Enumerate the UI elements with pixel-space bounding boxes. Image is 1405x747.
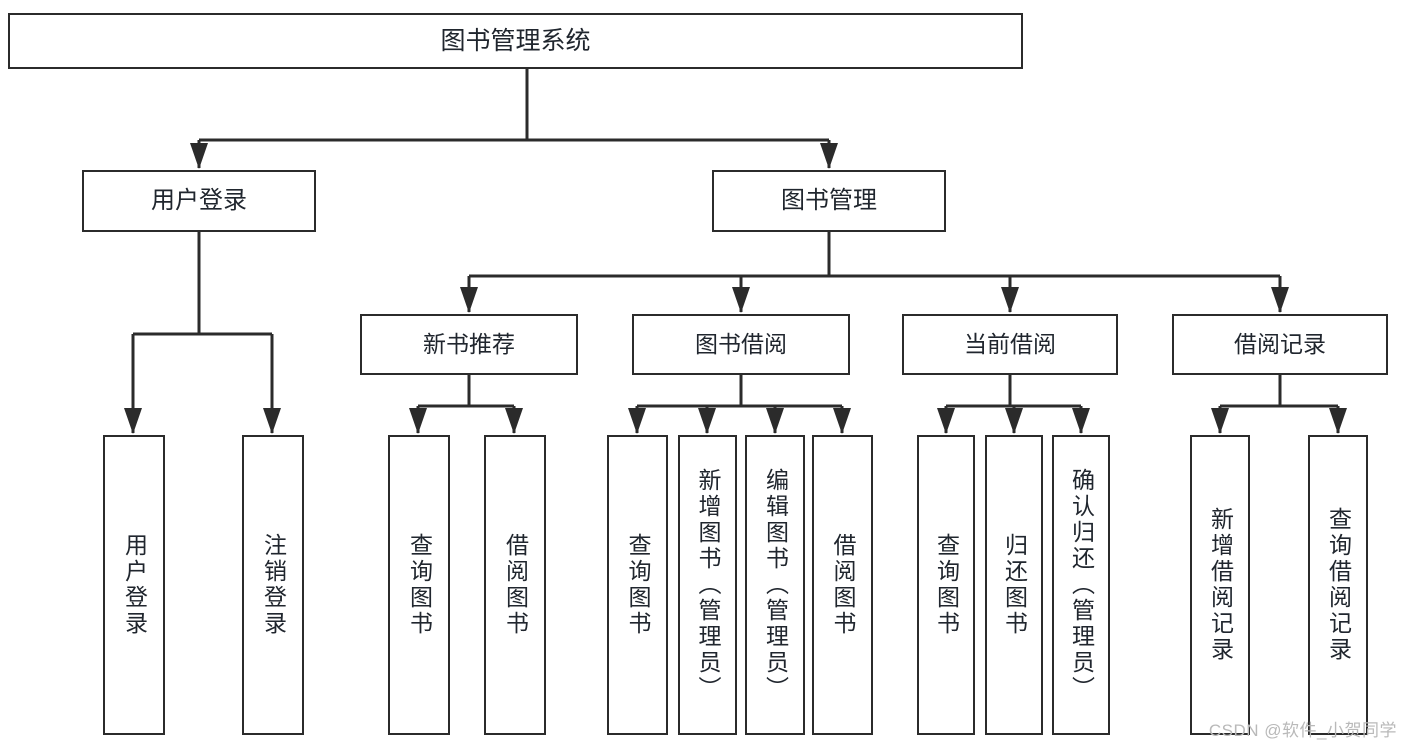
node-leaf-edit-book[interactable]: 编辑图书（管理员） [745,435,805,735]
node-label-leaf-borrow-book-rec: 借阅图书 [502,533,529,637]
node-new-book-rec[interactable]: 新书推荐 [360,314,578,375]
arrow-head-c-book-borrow-2 [766,408,784,434]
node-book-manage[interactable]: 图书管理 [712,170,946,232]
node-label-leaf-add-book: 新增图书（管理员） [695,468,721,702]
node-leaf-query-book-rec[interactable]: 查询图书 [388,435,450,735]
node-label-current-borrow: 当前借阅 [964,330,1056,357]
arrow-head-c-book-borrow-0 [628,408,646,434]
node-root[interactable]: 图书管理系统 [8,13,1023,69]
arrow-head-c-current-borrow-1 [1005,408,1023,434]
node-leaf-query-book-borrow[interactable]: 查询图书 [607,435,668,735]
arrow-head-c-book-borrow-1 [698,408,716,434]
node-leaf-confirm-return[interactable]: 确认归还（管理员） [1052,435,1110,735]
arrow-head-c-new-book-rec-0 [409,408,427,434]
arrow-head-c-user-login-0 [124,408,142,434]
node-book-borrow[interactable]: 图书借阅 [632,314,850,375]
node-leaf-query-record[interactable]: 查询借阅记录 [1308,435,1368,735]
arrow-head-c-borrow-record-0 [1211,408,1229,434]
node-label-root: 图书管理系统 [440,27,591,55]
arrow-head-c-borrow-record-1 [1329,408,1347,434]
node-current-borrow[interactable]: 当前借阅 [902,314,1118,375]
node-label-leaf-confirm-return: 确认归还（管理员） [1068,468,1095,702]
csdn-watermark: CSDN @软件_小贺同学 [1208,721,1397,740]
node-borrow-record[interactable]: 借阅记录 [1172,314,1388,375]
node-label-leaf-query-book-rec: 查询图书 [406,533,433,637]
node-user-login[interactable]: 用户登录 [82,170,316,232]
arrow-head-c-book-borrow-3 [833,408,851,434]
arrow-head-c-book-manage-2 [1001,287,1019,313]
node-label-leaf-borrow-book: 借阅图书 [830,533,856,637]
node-leaf-borrow-book[interactable]: 借阅图书 [812,435,873,735]
node-label-leaf-query-book-current: 查询图书 [933,533,960,637]
arrow-head-c-new-book-rec-1 [505,408,523,434]
node-label-user-login: 用户登录 [151,186,247,214]
arrow-head-c-current-borrow-2 [1072,408,1090,434]
node-leaf-borrow-book-rec[interactable]: 借阅图书 [484,435,546,735]
node-leaf-query-book-current[interactable]: 查询图书 [917,435,975,735]
node-label-new-book-rec: 新书推荐 [423,330,515,357]
arrow-head-c-root-1 [820,143,838,169]
node-label-leaf-query-record: 查询借阅记录 [1325,507,1352,663]
arrow-head-c-user-login-1 [263,408,281,434]
node-leaf-return-book[interactable]: 归还图书 [985,435,1043,735]
node-label-leaf-edit-book: 编辑图书（管理员） [762,468,789,702]
node-label-leaf-add-record: 新增借阅记录 [1207,507,1234,663]
node-label-book-borrow: 图书借阅 [695,330,787,357]
node-label-borrow-record: 借阅记录 [1234,330,1326,357]
node-label-leaf-user-login: 用户登录 [121,533,148,637]
node-label-leaf-query-book-borrow: 查询图书 [625,533,651,637]
node-label-leaf-logout: 注销登录 [260,533,287,637]
arrow-head-c-root-0 [190,143,208,169]
node-leaf-add-record[interactable]: 新增借阅记录 [1190,435,1250,735]
node-leaf-user-login[interactable]: 用户登录 [103,435,165,735]
arrow-head-c-current-borrow-0 [937,408,955,434]
node-label-book-manage: 图书管理 [781,186,877,214]
arrow-head-c-book-manage-0 [460,287,478,313]
arrow-head-c-book-manage-1 [732,287,750,313]
node-leaf-logout[interactable]: 注销登录 [242,435,304,735]
node-leaf-add-book[interactable]: 新增图书（管理员） [678,435,737,735]
arrow-head-c-book-manage-3 [1271,287,1289,313]
node-label-leaf-return-book: 归还图书 [1001,533,1028,637]
